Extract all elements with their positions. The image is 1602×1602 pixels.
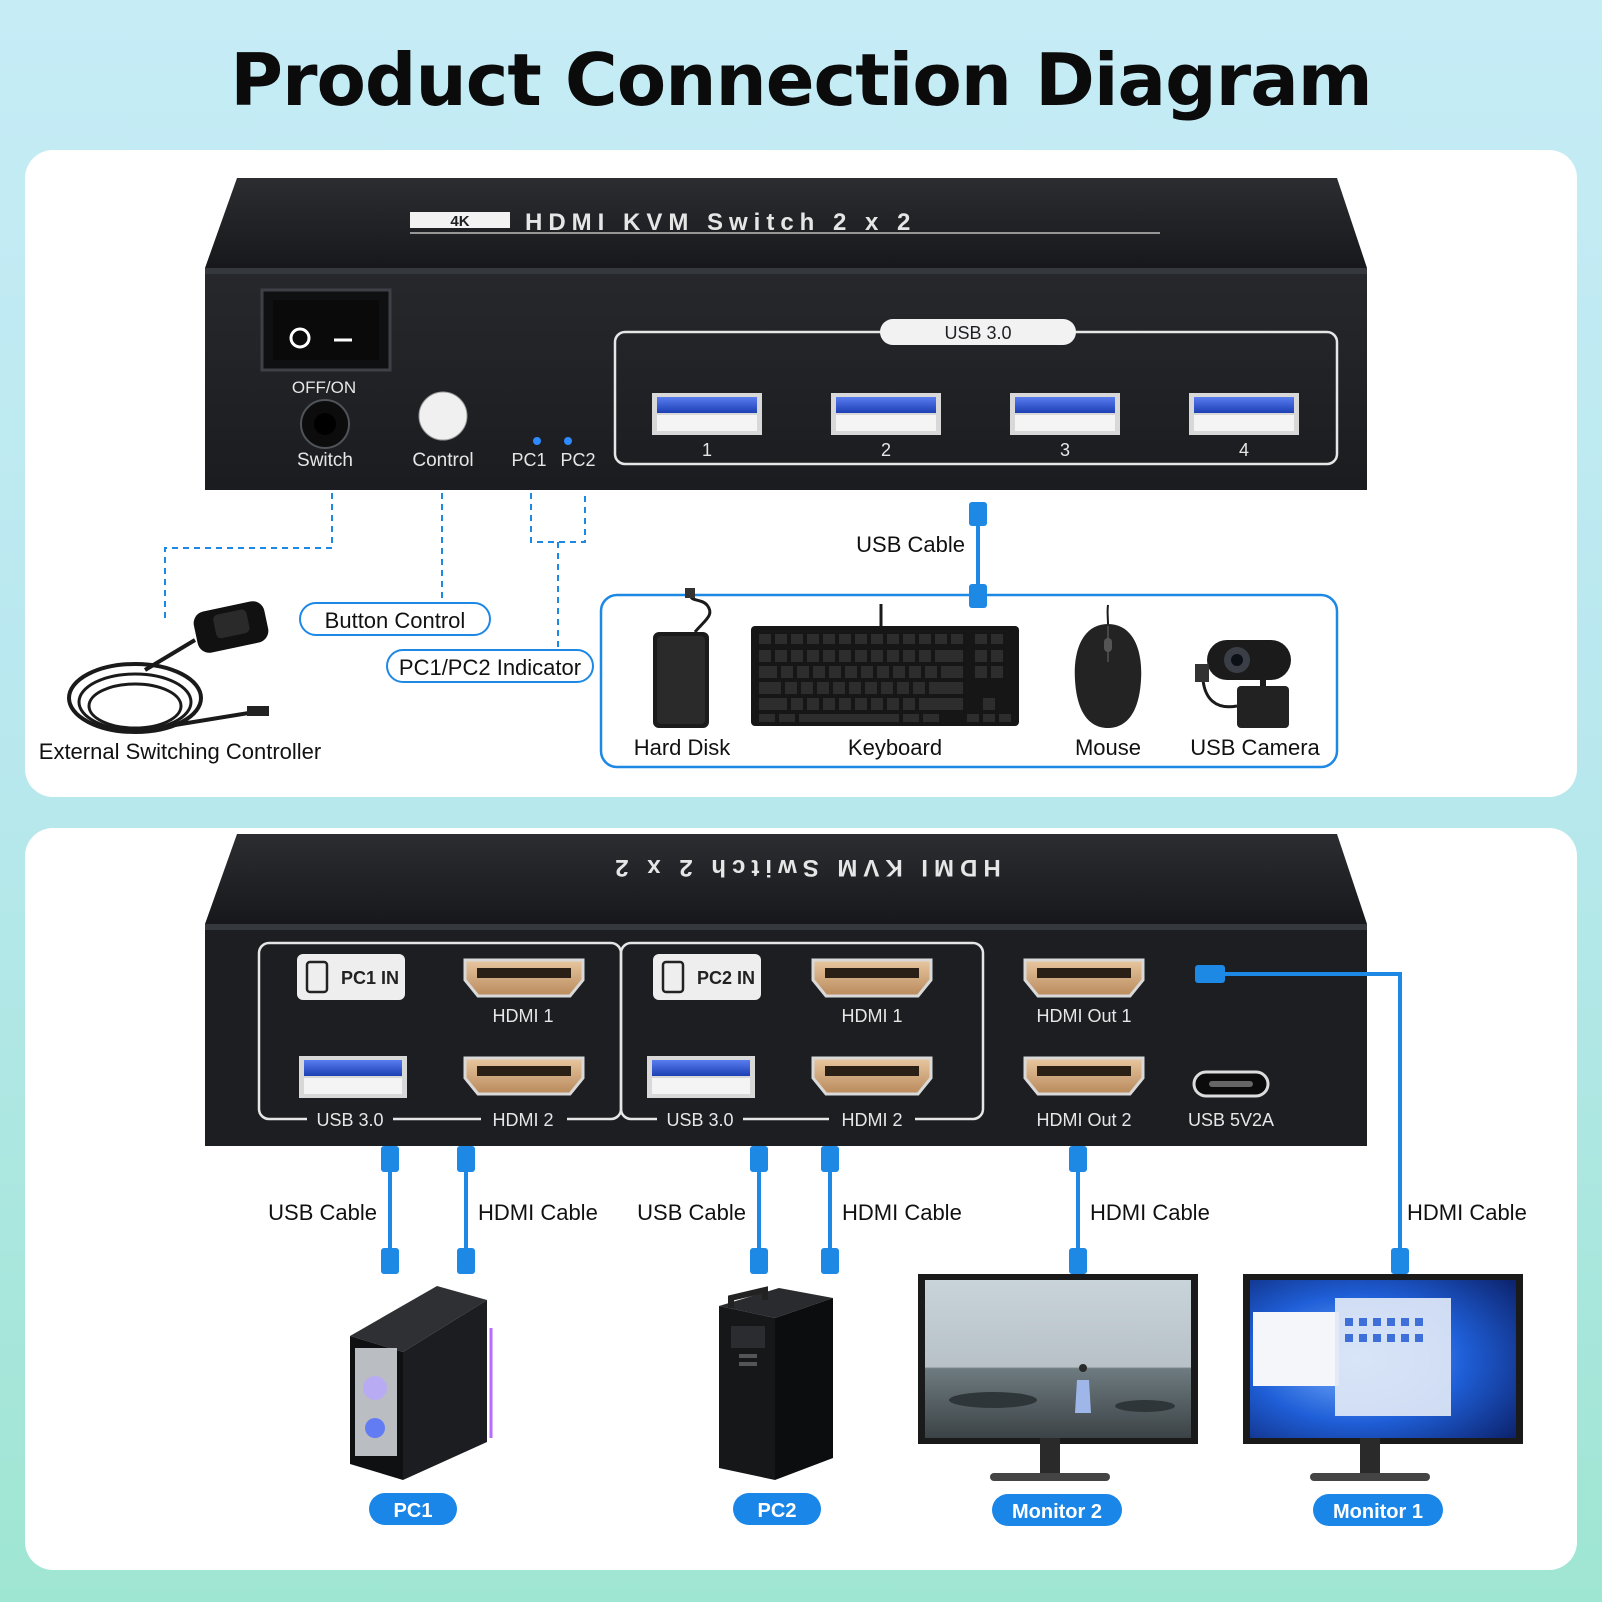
cable-label-pc1-usb: USB Cable <box>268 1200 377 1225</box>
usb-group-label: USB 3.0 <box>944 323 1011 343</box>
pc1-usb-port[interactable] <box>299 1056 407 1098</box>
hdmi-plug-icon <box>457 1248 475 1274</box>
external-controller-image <box>67 601 269 734</box>
device-title-front: HDMI KVM Switch 2 x 2 <box>525 209 916 236</box>
usb-cable-label-front: USB Cable <box>856 532 965 557</box>
monitor-1-image <box>1243 1274 1523 1481</box>
control-label: Control <box>412 450 473 471</box>
hdmi-plug-icon <box>1391 1248 1409 1274</box>
switch-label: Switch <box>297 450 353 471</box>
usb-plug-icon <box>381 1146 399 1172</box>
monitor2-pill: Monitor 2 <box>1012 1501 1102 1523</box>
pc1-hdmi2-port[interactable] <box>463 1056 585 1096</box>
usb-plug-icon <box>750 1146 768 1172</box>
pc2-tower-image <box>719 1286 833 1480</box>
pc1-hdmi1-label: HDMI 1 <box>492 1006 553 1026</box>
hdmi-plug-icon <box>821 1146 839 1172</box>
pc2-usb-port[interactable] <box>647 1056 755 1098</box>
hdmi-out-1-label: HDMI Out 1 <box>1036 1006 1131 1026</box>
front-panel-card: 4K HDMI KVM Switch 2 x 2 OFF/ON Switch C… <box>25 150 1577 797</box>
pc1-usb-label: USB 3.0 <box>316 1110 383 1130</box>
keyboard-image <box>751 604 1019 726</box>
usb-port-3-label: 3 <box>1060 440 1070 460</box>
button-control-callout: Button Control <box>325 608 466 633</box>
4k-badge <box>410 212 510 228</box>
cable-label-monitor2-hdmi: HDMI Cable <box>1090 1200 1210 1225</box>
usb-plug-icon <box>1195 965 1225 983</box>
pc2-pill: PC2 <box>758 1500 797 1522</box>
usb-port-4-label: 4 <box>1239 440 1249 460</box>
hdmi-out-1-port[interactable] <box>1023 958 1145 998</box>
usb-port-2-label: 2 <box>881 440 891 460</box>
peripheral-label-keyboard: Keyboard <box>848 735 942 760</box>
cable-lines <box>388 972 1402 1250</box>
control-button[interactable] <box>418 391 468 441</box>
hdmi-plug-icon <box>1069 1146 1087 1172</box>
pc1-led-label: PC1 <box>511 450 546 470</box>
pc2-port-group <box>619 941 985 1121</box>
pc2-hdmi2-port[interactable] <box>811 1056 933 1096</box>
usb-power-label: USB 5V2A <box>1188 1110 1274 1130</box>
pc2-hdmi1-label: HDMI 1 <box>841 1006 902 1026</box>
cable-label-monitor1-hdmi: HDMI Cable <box>1407 1200 1527 1225</box>
cable-plugs <box>381 1146 1409 1274</box>
peripheral-label-hard-disk: Hard Disk <box>634 735 732 760</box>
pc1-pill: PC1 <box>394 1500 433 1522</box>
pc1-tower-image <box>350 1286 493 1480</box>
pc1-hdmi2-label: HDMI 2 <box>492 1110 553 1130</box>
hard-disk-image <box>653 588 712 728</box>
usb-port-1[interactable] <box>652 393 762 435</box>
usb-cable-front <box>969 502 987 608</box>
pc2-led <box>564 437 572 445</box>
4k-badge-text: 4K <box>450 213 469 230</box>
cable-label-pc2-hdmi: HDMI Cable <box>842 1200 962 1225</box>
peripherals-frame <box>599 593 1339 769</box>
pc1-hdmi1-port[interactable] <box>463 958 585 998</box>
indicator-callout: PC1/PC2 Indicator <box>399 655 581 680</box>
usb-plug-icon <box>750 1248 768 1274</box>
usb-plug-icon <box>969 502 987 526</box>
pc-tower-icon <box>305 960 329 994</box>
hdmi-plug-icon <box>457 1146 475 1172</box>
kvm-switch-front: 4K HDMI KVM Switch 2 x 2 OFF/ON Switch C… <box>205 178 1367 490</box>
pc1-in-label: PC1 IN <box>341 968 399 988</box>
usb-camera-image <box>1195 640 1291 728</box>
usb-port-3[interactable] <box>1010 393 1120 435</box>
hdmi-plug-icon <box>1069 1248 1087 1274</box>
pc2-hdmi1-port[interactable] <box>811 958 933 998</box>
external-controller-label: External Switching Controller <box>39 739 321 764</box>
hdmi-out-2-label: HDMI Out 2 <box>1036 1110 1131 1130</box>
pc2-usb-label: USB 3.0 <box>666 1110 733 1130</box>
power-switch[interactable] <box>260 288 392 372</box>
usb-port-2[interactable] <box>831 393 941 435</box>
pc-tower-icon <box>661 960 685 994</box>
pc2-in-label: PC2 IN <box>697 968 755 988</box>
cable-label-pc2-usb: USB Cable <box>637 1200 746 1225</box>
dashed-connectors <box>164 493 586 648</box>
mouse-image <box>1074 604 1142 728</box>
monitor1-pill: Monitor 1 <box>1333 1501 1423 1523</box>
peripheral-label-usb-camera: USB Camera <box>1190 735 1320 760</box>
power-label: OFF/ON <box>292 378 356 397</box>
usb-plug-icon <box>381 1248 399 1274</box>
hdmi-plug-icon <box>821 1248 839 1274</box>
hdmi-out-2-port[interactable] <box>1023 1056 1145 1096</box>
pc2-hdmi2-label: HDMI 2 <box>841 1110 902 1130</box>
pc2-led-label: PC2 <box>560 450 595 470</box>
rear-panel-card: HDMI KVM Switch 2 x 2 PC1 IN HDMI 1 USB … <box>25 828 1577 1570</box>
pc1-led <box>533 437 541 445</box>
usb-port-1-label: 1 <box>702 440 712 460</box>
device-title-rear: HDMI KVM Switch 2 x 2 <box>609 854 1000 881</box>
peripheral-label-mouse: Mouse <box>1075 735 1141 760</box>
kvm-switch-rear: HDMI KVM Switch 2 x 2 PC1 IN HDMI 1 USB … <box>205 834 1367 1146</box>
cable-label-pc1-hdmi: HDMI Cable <box>478 1200 598 1225</box>
page-title: Product Connection Diagram <box>230 38 1373 122</box>
monitor-2-image <box>918 1274 1198 1481</box>
usb-port-4[interactable] <box>1189 393 1299 435</box>
